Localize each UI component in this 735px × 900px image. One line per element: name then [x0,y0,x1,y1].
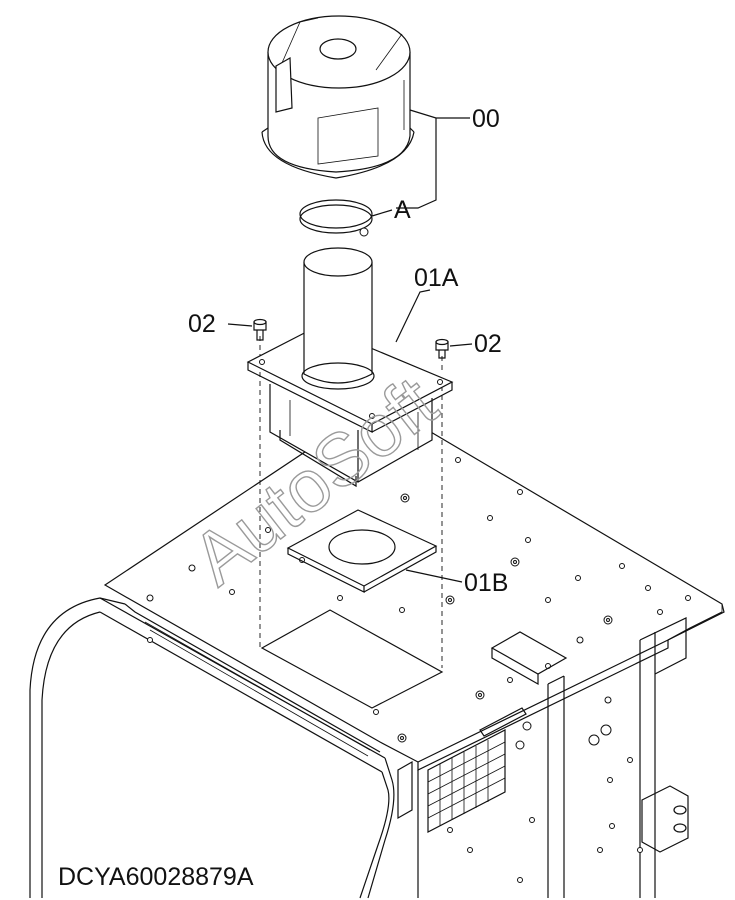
label-part-02-right: 02 [474,330,502,358]
part-01b-seal [286,509,438,593]
part-02-bolt-left [253,318,267,341]
part-00-cap [261,15,415,179]
label-part-02-left: 02 [188,310,216,338]
part-a-clamp [299,199,373,237]
label-part-a: A [394,196,411,224]
part-02-bolt-right [435,338,449,359]
label-part-00: 00 [472,105,500,133]
top-deck-plate [103,401,725,771]
right-side-panel [417,617,689,898]
cabin-body [29,597,395,899]
part-01a-duct [246,247,454,488]
vent-grille [397,707,527,833]
document-code: DCYA60028879A [58,863,254,891]
label-part-01a: 01A [414,264,459,292]
label-part-01b: 01B [464,569,508,597]
leader-lines [227,109,473,583]
